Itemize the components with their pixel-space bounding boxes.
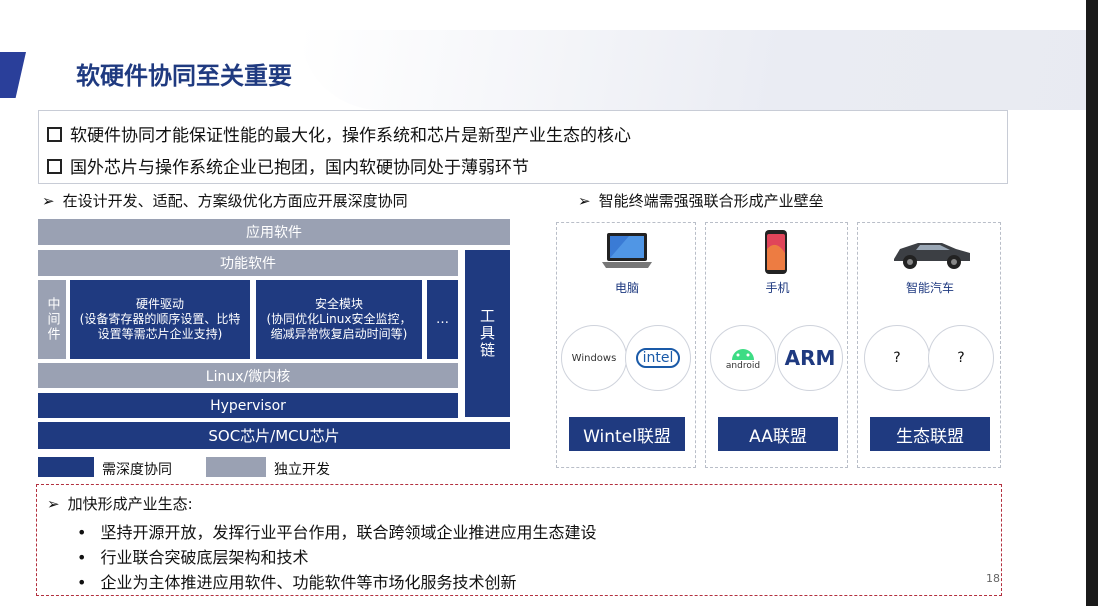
device-label-phone: 手机 <box>765 281 790 295</box>
ecosystem-item-1: •坚持开源开放，发挥行业平台作用，联合跨领域企业推进应用生态建设 <box>77 523 597 542</box>
arrow-bullet-icon: ➢ <box>47 495 60 513</box>
key-points-box: 软硬件协同才能保证性能的最大化，操作系统和芯片是新型产业生态的核心 国外芯片与操… <box>38 110 1008 184</box>
point-2: 国外芯片与操作系统企业已抱团，国内软硬协同处于薄弱环节 <box>47 153 529 178</box>
legend-label-indep: 独立开发 <box>274 462 330 478</box>
logo-android: android <box>710 325 776 391</box>
phone-icon <box>765 230 787 274</box>
point-1: 软硬件协同才能保证性能的最大化，操作系统和芯片是新型产业生态的核心 <box>47 121 631 146</box>
legend-swatch-indep <box>206 457 266 477</box>
alliance-column-phone: 手机 android ARM AA联盟 <box>705 222 848 468</box>
layer-middleware: 中间件 <box>38 280 66 359</box>
android-robot-icon <box>732 349 754 360</box>
dot-bullet-icon: • <box>77 548 87 567</box>
layer-app-software: 应用软件 <box>38 219 510 245</box>
alliance-column-car: 智能汽车 ? ? 生态联盟 <box>857 222 1001 468</box>
page-title: 软硬件协同至关重要 <box>76 62 292 90</box>
square-bullet-icon <box>47 159 62 174</box>
layer-soc: SOC芯片/MCU芯片 <box>38 422 510 449</box>
layer-hypervisor: Hypervisor <box>38 393 458 418</box>
laptop-icon <box>602 233 652 268</box>
ecosystem-box: ➢加快形成产业生态: •坚持开源开放，发挥行业平台作用，联合跨领域企业推进应用生… <box>36 484 1002 596</box>
more-modules-block: … <box>427 280 458 359</box>
arrow-bullet-icon: ➢ <box>578 192 591 210</box>
ecosystem-item-3: •企业为主体推进应用软件、功能软件等市场化服务技术创新 <box>77 573 517 592</box>
arrow-bullet-icon: ➢ <box>42 192 55 210</box>
square-bullet-icon <box>47 127 62 142</box>
layer-func-software: 功能软件 <box>38 250 458 276</box>
legend-swatch-deep <box>38 457 94 477</box>
left-heading: ➢在设计开发、适配、方案级优化方面应开展深度协同 <box>42 192 408 210</box>
ecosystem-item-2: •行业联合突破底层架构和技术 <box>77 548 309 567</box>
page-number: 18 <box>986 572 1000 585</box>
device-label-pc: 电脑 <box>614 281 639 295</box>
toolchain-block: 工具链 <box>465 250 510 417</box>
ecosystem-heading: ➢加快形成产业生态: <box>47 495 193 513</box>
right-edge-strip <box>1086 0 1098 606</box>
alliance-column-pc: 电脑 Windows intel Wintel联盟 <box>556 222 696 468</box>
logo-arm: ARM <box>777 325 843 391</box>
device-label-car: 智能汽车 <box>905 281 954 295</box>
logo-unknown-left: ? <box>864 325 930 391</box>
alliance-label-ecosystem: 生态联盟 <box>870 417 990 451</box>
car-icon <box>894 243 970 269</box>
alliance-label-wintel: Wintel联盟 <box>569 417 685 451</box>
layer-linux: Linux/微内核 <box>38 363 458 388</box>
header-accent-bar <box>0 52 26 98</box>
legend-label-deep: 需深度协同 <box>102 462 172 478</box>
dot-bullet-icon: • <box>77 573 87 592</box>
logo-unknown-right: ? <box>928 325 994 391</box>
security-module-block: 安全模块 (协同优化Linux安全监控，缩减异常恢复启动时间等) <box>256 280 422 359</box>
hw-driver-block: 硬件驱动 (设备寄存器的顺序设置、比特设置等需芯片企业支持) <box>70 280 250 359</box>
logo-windows: Windows <box>561 325 627 391</box>
dot-bullet-icon: • <box>77 523 87 542</box>
logo-intel: intel <box>625 325 691 391</box>
right-heading: ➢智能终端需强强联合形成产业壁垒 <box>578 192 824 210</box>
alliance-label-aa: AA联盟 <box>718 417 838 451</box>
header-swoosh <box>300 30 1098 110</box>
